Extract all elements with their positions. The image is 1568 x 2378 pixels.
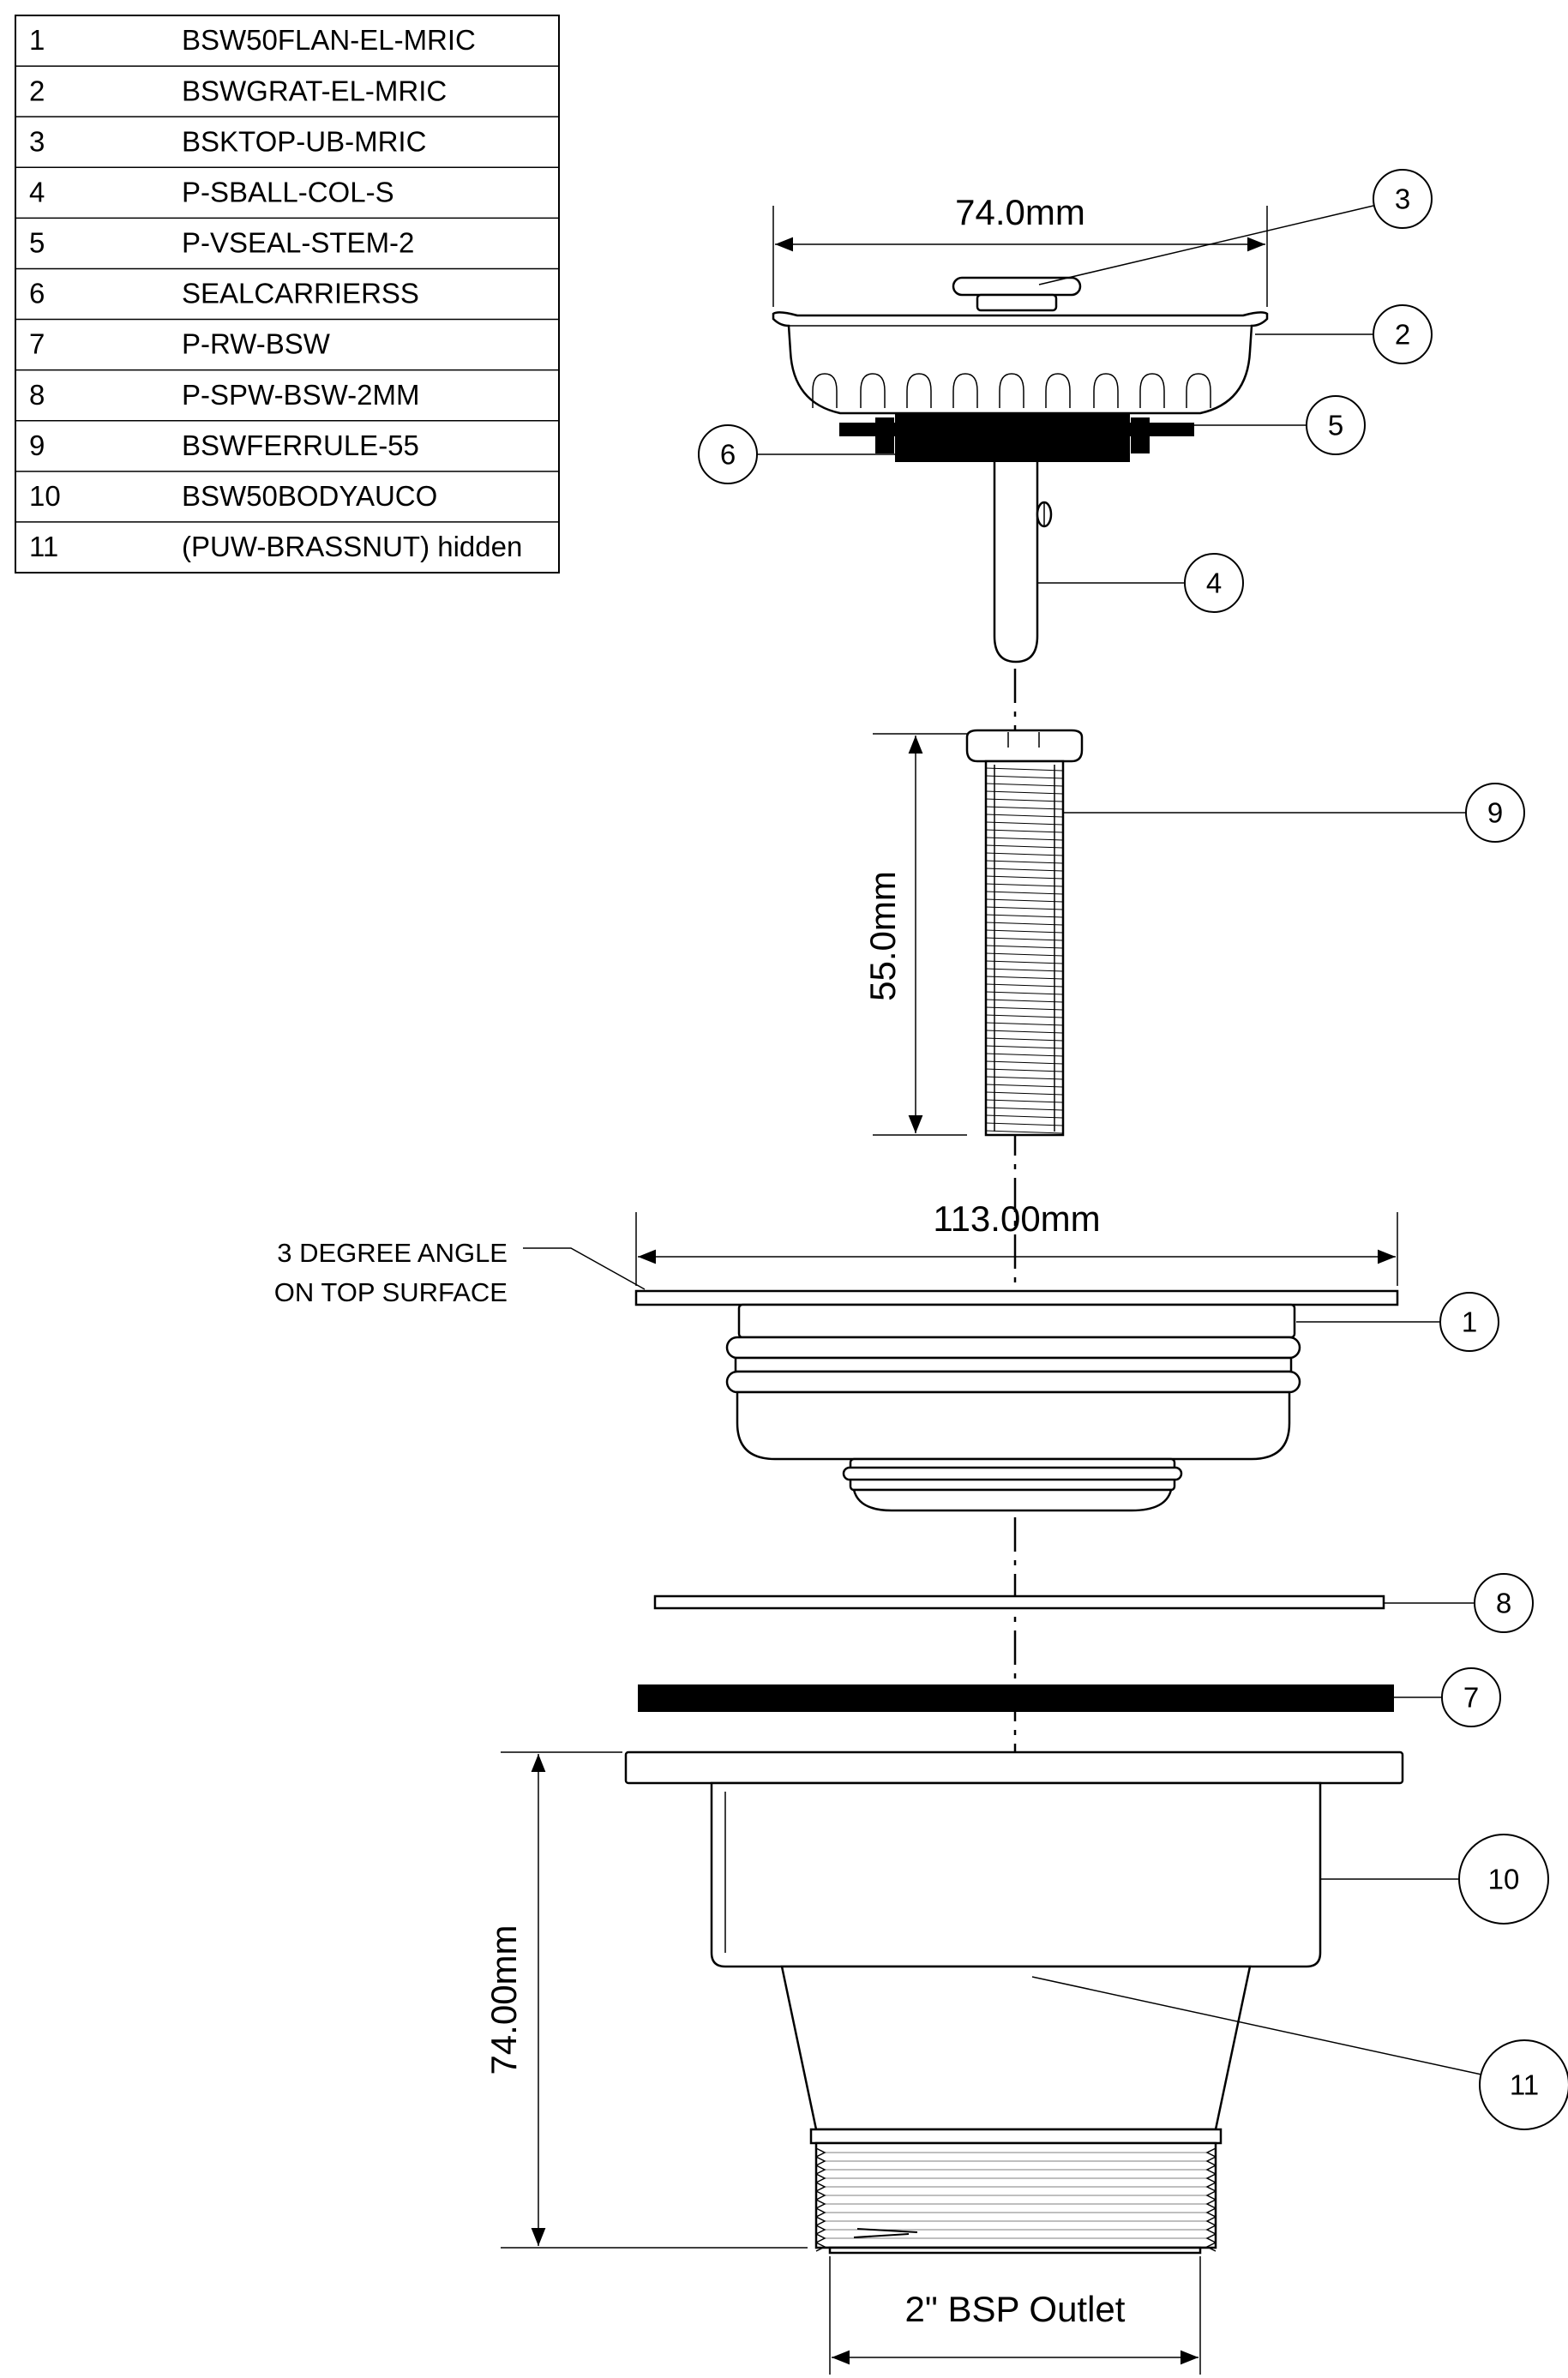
- balloon-number: 8: [1496, 1588, 1511, 1619]
- bom-table: 1 BSW50FLAN-EL-MRIC 2 BSWGRAT-EL-MRIC 3 BSKTO…: [15, 15, 560, 573]
- bom-part-number: (PUW-BRASSNUT) hidden: [182, 531, 522, 562]
- bom-part-number: BSW50BODYAUCO: [182, 480, 437, 512]
- balloon-number: 9: [1487, 797, 1503, 829]
- balloon-number: 3: [1395, 183, 1410, 215]
- bom-part-number: P-VSEAL-STEM-2: [182, 227, 414, 259]
- bom-row: 7 P-RW-BSW: [29, 328, 331, 360]
- balloon-number: 10: [1488, 1864, 1520, 1895]
- svg-text:3 DEGREE ANGLE: 3 DEGREE ANGLE: [277, 1238, 508, 1268]
- balloon: 8: [1384, 1573, 1534, 1633]
- angle-note: 3 DEGREE ANGLE ON TOP SURFACE: [274, 1238, 646, 1307]
- bom-item-number: 7: [29, 328, 45, 360]
- balloon-number: 4: [1206, 567, 1222, 599]
- dim-outlet: 2" BSP Outlet: [905, 2289, 1126, 2329]
- balloon: 10: [1320, 1834, 1549, 1925]
- balloon-number: 11: [1510, 2069, 1539, 2101]
- flange: [634, 1289, 1399, 1512]
- spacer-washer: [653, 1594, 1385, 1610]
- bom-item-number: 5: [29, 227, 45, 259]
- bom-item-number: 2: [29, 75, 45, 106]
- ferrule: [965, 729, 1084, 1137]
- bom-item-number: 4: [29, 176, 45, 207]
- bom-row: 2 BSWGRAT-EL-MRIC: [29, 75, 447, 106]
- dim-body-height: 74.00mm: [484, 1925, 524, 2075]
- bom-part-number: P-SBALL-COL-S: [182, 176, 394, 207]
- bom-item-number: 11: [29, 531, 58, 562]
- balloon: 4: [1037, 553, 1244, 613]
- balloon: 11: [1031, 1976, 1568, 2130]
- bom-part-number: BSWGRAT-EL-MRIC: [182, 75, 447, 106]
- bom-part-number: SEALCARRIERSS: [182, 278, 419, 309]
- bom-item-number: 8: [29, 379, 45, 411]
- seal-washer: [839, 423, 1194, 436]
- balloons: 1 2 3 4 5 6 7 8 9 10 11: [698, 169, 1568, 2130]
- bom-row: 9 BSWFERRULE-55: [29, 429, 419, 461]
- bom-row: 8 P-SPW-BSW-2MM: [29, 379, 419, 411]
- bom-part-number: P-RW-BSW: [182, 328, 331, 360]
- bom-item-number: 10: [29, 480, 61, 512]
- bom-part-number: P-SPW-BSW-2MM: [182, 379, 419, 411]
- dim-basket-width: 74.0mm: [955, 192, 1085, 232]
- balloon: 9: [1063, 783, 1525, 843]
- bom-row: 11 (PUW-BRASSNUT) hidden: [29, 531, 522, 562]
- bom-row: 3 BSKTOP-UB-MRIC: [29, 125, 426, 157]
- basket-assembly: [772, 276, 1269, 664]
- balloon-number: 6: [720, 439, 736, 471]
- bom-item-number: 3: [29, 125, 45, 157]
- balloon-number: 1: [1462, 1306, 1477, 1338]
- dim-ferrule-length: 55.0mm: [862, 871, 903, 1001]
- bom-row: 1 BSW50FLAN-EL-MRIC: [29, 24, 476, 56]
- bom-item-number: 1: [29, 24, 45, 56]
- seal-carrier: [895, 414, 1130, 462]
- bom-part-number: BSWFERRULE-55: [182, 429, 419, 461]
- top-knob: [952, 276, 1082, 297]
- bom-item-number: 6: [29, 278, 45, 309]
- balloon: 3: [1038, 169, 1433, 285]
- bom-part-number: BSW50FLAN-EL-MRIC: [182, 24, 476, 56]
- balloon: 5: [1193, 395, 1366, 455]
- bom-row: 10 BSW50BODYAUCO: [29, 480, 437, 512]
- balloon: 1: [1296, 1292, 1499, 1352]
- balloon: 2: [1255, 304, 1433, 364]
- body: [624, 1750, 1404, 2255]
- balloon: 7: [1393, 1667, 1501, 1727]
- balloon-number: 2: [1395, 319, 1410, 351]
- bom-item-number: 9: [29, 429, 45, 461]
- strainer-basket: [772, 311, 1269, 415]
- rubber-washer: [638, 1684, 1394, 1712]
- stem-ball: [993, 458, 1039, 664]
- balloon: 6: [698, 424, 896, 484]
- balloon-number: 5: [1328, 410, 1343, 441]
- dimensions: 74.0mm 55.0mm 113.00mm 74.00mm 2" BSP Ou…: [484, 192, 1398, 2375]
- balloon-number: 7: [1463, 1682, 1479, 1714]
- bom-row: 4 P-SBALL-COL-S: [29, 176, 394, 207]
- bom-row: 5 P-VSEAL-STEM-2: [29, 227, 414, 259]
- bom-part-number: BSKTOP-UB-MRIC: [182, 125, 426, 157]
- bom-row: 6 SEALCARRIERSS: [29, 278, 419, 309]
- svg-text:ON TOP SURFACE: ON TOP SURFACE: [274, 1277, 508, 1307]
- dim-flange-width: 113.00mm: [933, 1198, 1100, 1239]
